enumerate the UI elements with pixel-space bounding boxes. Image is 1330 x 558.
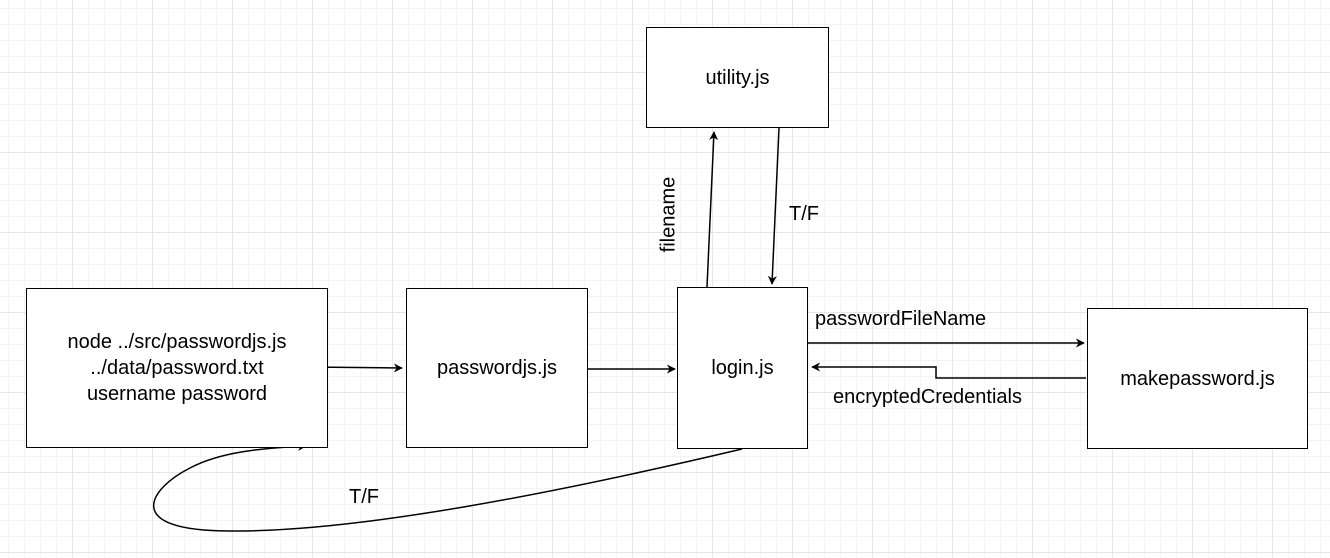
edge-label-encrypted-credentials: encryptedCredentials [833,386,1022,408]
node-command-label: node ../src/passwordjs.js ../data/passwo… [67,331,287,405]
node-utility-label: utility.js [705,66,770,89]
edge-label-filename: filename [657,176,680,253]
node-passwordjs[interactable]: passwordjs.js [406,288,588,448]
edge-label-utility-result: T/F [789,203,819,225]
arrow-utility-to-login [767,127,780,285]
node-passwordjs-label: passwordjs.js [436,357,558,379]
edge-label-login-result: T/F [349,486,379,508]
node-login[interactable]: login.js [677,287,808,449]
node-login-label: login.js [711,357,774,379]
node-utility[interactable]: utility.js [646,27,829,128]
node-makepassword[interactable]: makepassword.js [1087,308,1308,449]
node-makepassword-label: makepassword.js [1120,367,1275,390]
arrow-login-to-command [152,441,743,532]
arrow-login-to-utility [706,131,719,288]
arrow-makepassword-to-login [811,362,1086,379]
node-command[interactable]: node ../src/passwordjs.js ../data/passwo… [26,288,328,448]
edge-label-password-file-name: passwordFileName [815,308,987,330]
